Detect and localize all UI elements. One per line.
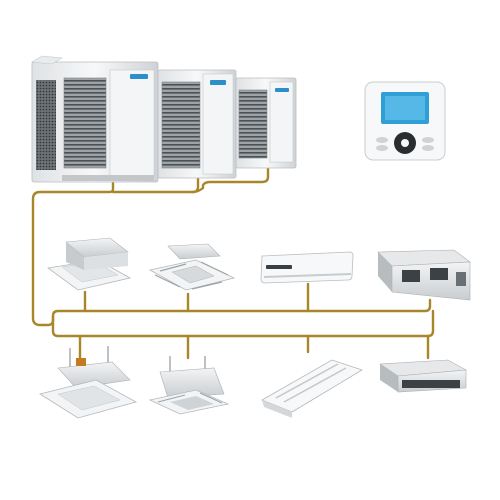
slim-duct-outlet — [402, 380, 460, 388]
lower-loop-pipe — [51, 309, 435, 338]
ceiling-cassette-2way-icon — [38, 346, 138, 419]
front-grille-2a — [161, 81, 201, 169]
compact-cassette-icon — [148, 356, 230, 415]
controller-button-left-2 — [376, 145, 388, 151]
front-panel-3b — [269, 81, 294, 163]
ceiling-cassette-4way-icon — [148, 243, 236, 291]
front-panel-1b — [109, 69, 155, 177]
ceiling-cassette-1way-icon — [46, 237, 132, 291]
controller-button-right-1 — [422, 137, 434, 143]
brand-badge-3 — [275, 88, 289, 92]
refrigerant-piping — [31, 166, 435, 362]
front-panel-2b — [202, 73, 234, 175]
ceiling-floor-unit-icon — [261, 359, 363, 418]
outdoor-module-1 — [31, 55, 159, 183]
outdoor-unit-array — [31, 55, 297, 183]
brand-badge-1 — [130, 74, 148, 79]
outdoor-module-3 — [235, 77, 297, 169]
controller-button-left-1 — [376, 137, 388, 143]
side-grille-1 — [36, 80, 56, 170]
base-rail-1 — [62, 175, 154, 181]
brand-badge-2 — [210, 80, 226, 85]
ducted-unit-icon — [377, 249, 471, 301]
front-grille-1a — [63, 77, 107, 169]
upper-loop-pipe — [43, 298, 432, 327]
duct-outlet-1 — [402, 270, 420, 282]
controller-button-right-2 — [422, 145, 434, 151]
front-grille-3a — [238, 89, 268, 159]
outdoor-module-2 — [157, 69, 237, 179]
outdoor-header-pipe-3 — [191, 166, 270, 194]
wall-unit-display — [266, 265, 292, 269]
wall-mounted-unit-icon — [260, 251, 354, 284]
wired-controller — [364, 81, 446, 161]
slim-duct-unit-icon — [379, 359, 468, 393]
duct-outlet-2 — [430, 268, 448, 280]
